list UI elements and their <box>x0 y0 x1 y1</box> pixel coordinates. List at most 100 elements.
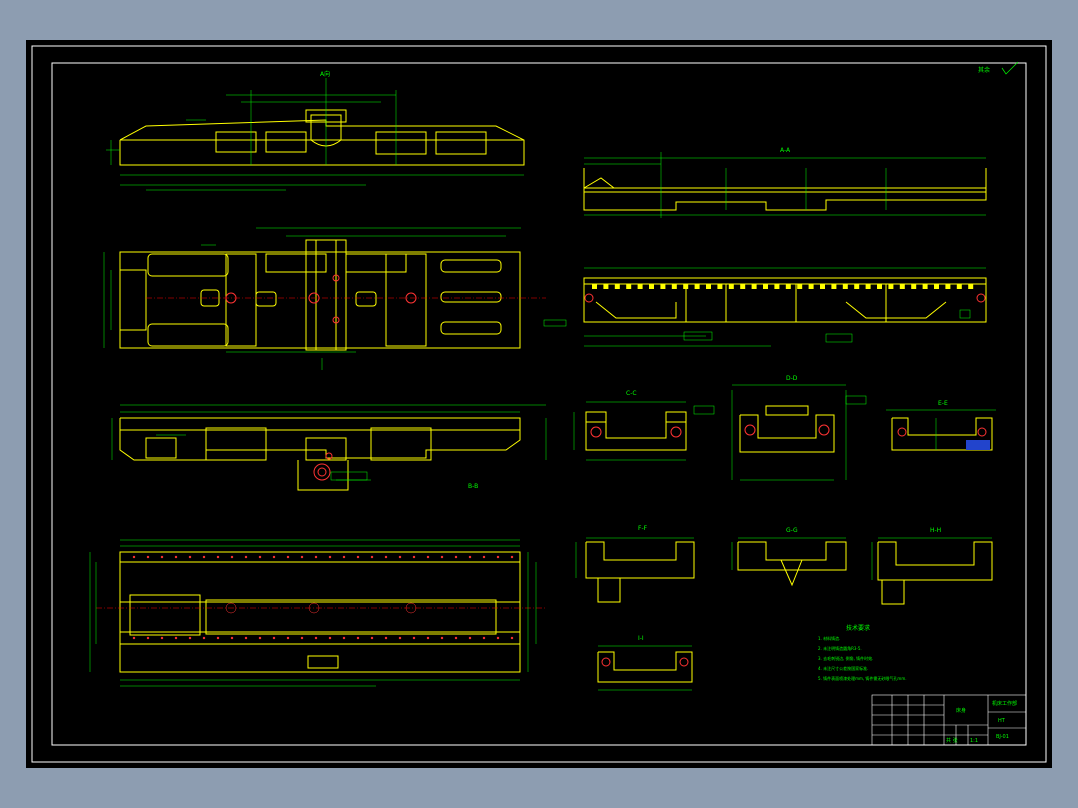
rail-bolt-hole <box>328 636 332 640</box>
rail-bolt-hole <box>244 555 248 559</box>
view-label-a: A-A <box>780 147 791 154</box>
rib-tooth <box>649 284 654 289</box>
rail-bolt-hole <box>132 555 136 559</box>
ribbed-holes <box>584 293 986 303</box>
rib-tooth <box>797 284 803 289</box>
rail-bolt-hole <box>482 555 486 559</box>
rib-tooth <box>637 284 643 289</box>
rail-bolt-hole <box>286 636 290 640</box>
rail-bolt-hole <box>398 555 402 559</box>
rail-bolt-hole <box>272 555 276 559</box>
view-label-c: C-C <box>626 390 637 397</box>
rail-dims <box>89 539 537 687</box>
notes-item-1: 1. 材料铸造. <box>818 635 840 641</box>
section-e-hidden <box>966 440 990 450</box>
view-label-top: A向 <box>320 70 330 78</box>
rib-tooth <box>660 284 666 289</box>
rib-tooth <box>728 284 734 289</box>
rail-bolt-hole <box>216 636 220 640</box>
rib-tooth <box>614 284 620 289</box>
rib-tooth <box>877 284 882 289</box>
roughness-symbol <box>1001 61 1019 75</box>
rail-bolt-hole <box>230 555 234 559</box>
rail-bolt-hole <box>188 636 192 640</box>
rib-tooth <box>911 284 917 289</box>
rail-bolt-hole <box>202 636 206 640</box>
section-i <box>597 651 693 683</box>
rail-bolt-hole <box>202 555 206 559</box>
view-front-dims <box>106 78 524 191</box>
section-h-dims <box>871 537 992 580</box>
rail-bolt-hole <box>286 555 290 559</box>
rail-bolt-hole <box>370 555 374 559</box>
rail-bolt-hole <box>440 636 444 640</box>
title-block <box>871 694 1027 746</box>
section-d-holes <box>744 424 830 436</box>
rail-bolt-hole <box>314 636 318 640</box>
rail-bolt-hole <box>314 555 318 559</box>
rail-bolt-hole <box>482 636 486 640</box>
view-right-profile <box>583 168 987 211</box>
rail-bolt-hole <box>328 555 332 559</box>
rib-tooth <box>740 284 746 289</box>
rail-bolt-hole <box>300 636 304 640</box>
rib-tooth <box>820 284 825 289</box>
rail-bolt-hole <box>244 636 248 640</box>
rib-tooth <box>706 284 711 289</box>
section-c <box>585 411 687 451</box>
rib-tooth <box>934 284 939 289</box>
rail-bolt-hole <box>412 636 416 640</box>
rail-bolt-hole <box>510 555 514 559</box>
rail-bolt-hole <box>384 636 388 640</box>
drawing-sheet[interactable]: A向 <box>26 40 1052 768</box>
title-block-code: BJ-01 <box>996 734 1009 740</box>
section-f-dims <box>575 537 694 578</box>
rib-tooth <box>751 284 757 289</box>
rail-bolt-hole <box>230 636 234 640</box>
view-side-elevation <box>119 417 521 491</box>
notes-item-2: 2. 未注明铸造圆角R3-5. <box>818 645 862 651</box>
rail-bolt-hole <box>146 636 150 640</box>
rail-bolt-hole <box>160 555 164 559</box>
rail-bolt-hole <box>384 555 388 559</box>
rib-tooth <box>865 284 871 289</box>
section-g-dims <box>731 537 846 570</box>
rib-tooth <box>831 284 837 289</box>
rail-bolt-hole <box>188 555 192 559</box>
rib-tooth <box>945 284 951 289</box>
rib-tooth <box>956 284 962 289</box>
title-block-material: HT <box>998 718 1006 724</box>
rib-tooth <box>626 284 632 289</box>
section-i-holes <box>601 657 689 667</box>
rib-tooth <box>671 284 677 289</box>
rib-tooth <box>842 284 848 289</box>
right-profile-dims <box>584 152 986 218</box>
rail-bolt-hole <box>468 555 472 559</box>
rail-bolt-hole <box>496 555 500 559</box>
rib-tooth <box>694 284 700 289</box>
section-c-dims <box>573 401 715 461</box>
view-label-h: H-H <box>930 527 941 534</box>
title-block-drawing-name: 床身 <box>956 707 966 714</box>
plan-holes <box>225 274 417 324</box>
rail-bolt-hole <box>272 636 276 640</box>
rail-bolt-hole <box>412 555 416 559</box>
rail-bolt-hole <box>454 636 458 640</box>
rib-tooth <box>922 284 928 289</box>
rail-bolt-hole <box>216 555 220 559</box>
rail-bolt-hole <box>370 636 374 640</box>
rail-bolt-hole <box>342 555 346 559</box>
rib-tooth <box>717 284 723 289</box>
rail-bolt-hole <box>174 636 178 640</box>
notes-item-3: 3. 去毛刺锐边, 倒角, 铸件时效. <box>818 655 873 661</box>
rail-bolt-hole <box>300 555 304 559</box>
ribbed-teeth <box>592 284 974 289</box>
rail-bolt-hole <box>146 555 150 559</box>
section-f <box>585 541 695 603</box>
rail-bolt-hole <box>454 555 458 559</box>
rail-bolt-hole <box>160 636 164 640</box>
rib-tooth <box>888 284 894 289</box>
view-front-elevation <box>119 109 525 166</box>
rib-tooth <box>785 284 791 289</box>
